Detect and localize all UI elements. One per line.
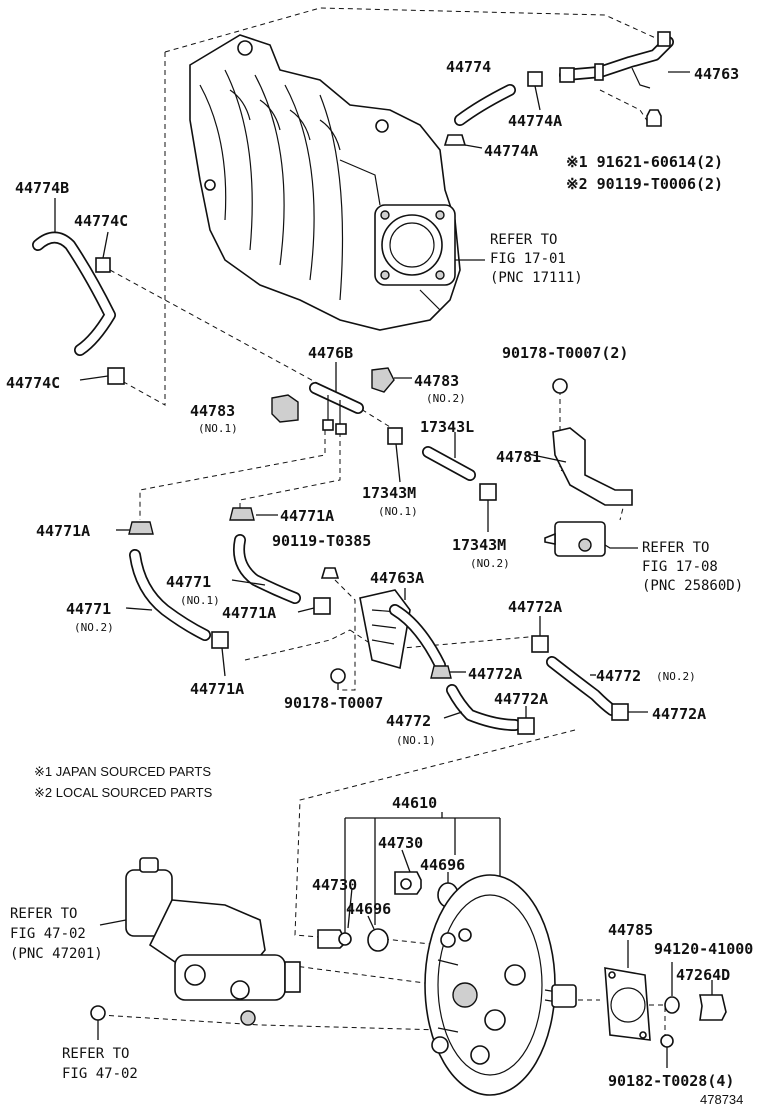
label-44771-no2-sub: (NO.2)	[74, 621, 114, 634]
label-90119-T0385: 90119-T0385	[272, 532, 371, 550]
label-44783-no1-sub: (NO.1)	[198, 422, 238, 435]
part-labels: 44774 44774A 44774A 44763 ※1 91621-60614…	[6, 58, 753, 1107]
label-44771A-2: 44771A	[280, 507, 334, 525]
diagram-id: 478734	[700, 1092, 743, 1107]
label-91621: ※1 91621-60614(2)	[566, 153, 723, 171]
bracket-44763A	[330, 588, 446, 690]
master-cylinder	[90, 857, 301, 1040]
label-44772-no2-sub: (NO.2)	[656, 670, 696, 683]
label-90178-T0007: 90178-T0007	[284, 694, 383, 712]
ref-17-01-line3: (PNC 17111)	[490, 270, 583, 286]
label-44772-no1-sub: (NO.1)	[396, 734, 436, 747]
ref-47-02-a-line3: (PNC 47201)	[10, 946, 103, 962]
label-17343M-no1: 17343M	[362, 484, 416, 502]
ref-17-01-line1: REFER TO	[490, 232, 557, 248]
hose-44774B	[32, 198, 125, 385]
hose-44771	[116, 507, 340, 677]
label-4476B: 4476B	[308, 344, 353, 362]
intake-manifold	[189, 34, 485, 331]
label-17343M-no1-sub: (NO.1)	[378, 505, 418, 518]
label-17343L: 17343L	[420, 418, 474, 436]
label-44730-2: 44730	[312, 876, 357, 894]
hose-44772	[430, 616, 648, 735]
label-44783-no1: 44783	[190, 402, 235, 420]
label-44771-no2: 44771	[66, 600, 111, 618]
label-44610: 44610	[392, 794, 437, 812]
ref-47-02-b-line2: FIG 47-02	[62, 1066, 138, 1082]
note-japan-sourced: ※1 JAPAN SOURCED PARTS	[34, 764, 211, 779]
label-44772-no1: 44772	[386, 712, 431, 730]
ref-47-02-a-line2: FIG 47-02	[10, 926, 86, 942]
pipe-17343L	[422, 378, 638, 557]
label-44772A-4: 44772A	[652, 705, 706, 723]
label-44696-1: 44696	[420, 856, 465, 874]
label-44772A-2: 44772A	[468, 665, 522, 683]
label-44696-2: 44696	[346, 900, 391, 918]
label-44730-1: 44730	[378, 834, 423, 852]
ref-17-08-line3: (PNC 25860D)	[642, 578, 743, 594]
label-44781: 44781	[496, 448, 541, 466]
gasket-44785	[604, 940, 727, 1068]
label-44771A-4: 44771A	[190, 680, 244, 698]
ref-17-08-line1: REFER TO	[642, 540, 709, 556]
label-17343M-no2: 17343M	[452, 536, 506, 554]
label-44783-no2-sub: (NO.2)	[426, 392, 466, 405]
label-44774B: 44774B	[15, 179, 69, 197]
label-44774C-1: 44774C	[74, 212, 128, 230]
label-44774A-2: 44774A	[484, 142, 538, 160]
label-90178-T0007-2: 90178-T0007(2)	[502, 344, 628, 362]
note-local-sourced: ※2 LOCAL SOURCED PARTS	[34, 785, 213, 800]
ref-17-08-line2: FIG 17-08	[642, 559, 718, 575]
label-44783-no2: 44783	[414, 372, 459, 390]
label-44772-no2: 44772	[596, 667, 641, 685]
label-17343M-no2-sub: (NO.2)	[470, 557, 510, 570]
label-44771A-3: 44771A	[222, 604, 276, 622]
label-44772A-1: 44772A	[508, 598, 562, 616]
label-44771-no1: 44771	[166, 573, 211, 591]
ref-47-02-b-line1: REFER TO	[62, 1046, 129, 1062]
label-44763: 44763	[694, 65, 739, 83]
label-47264D: 47264D	[676, 966, 730, 984]
label-44772A-3: 44772A	[494, 690, 548, 708]
label-44785: 44785	[608, 921, 653, 939]
vacuum-pipe-44763	[559, 31, 690, 127]
label-44774A-1: 44774A	[508, 112, 562, 130]
label-44763A: 44763A	[370, 569, 424, 587]
label-44771A-1: 44771A	[36, 522, 90, 540]
label-90119-T0006: ※2 90119-T0006(2)	[566, 175, 723, 193]
label-44774C-2: 44774C	[6, 374, 60, 392]
label-44774: 44774	[446, 58, 491, 76]
brake-booster	[317, 812, 577, 1096]
label-94120-41000: 94120-41000	[654, 940, 753, 958]
label-90182-T0028: 90182-T0028(4)	[608, 1072, 734, 1090]
ref-47-02-a-line1: REFER TO	[10, 906, 77, 922]
ref-17-01-line2: FIG 17-01	[490, 251, 566, 267]
hose-44774	[443, 71, 543, 149]
fitting-4476B	[271, 362, 412, 483]
label-44771-no1-sub: (NO.1)	[180, 594, 220, 607]
